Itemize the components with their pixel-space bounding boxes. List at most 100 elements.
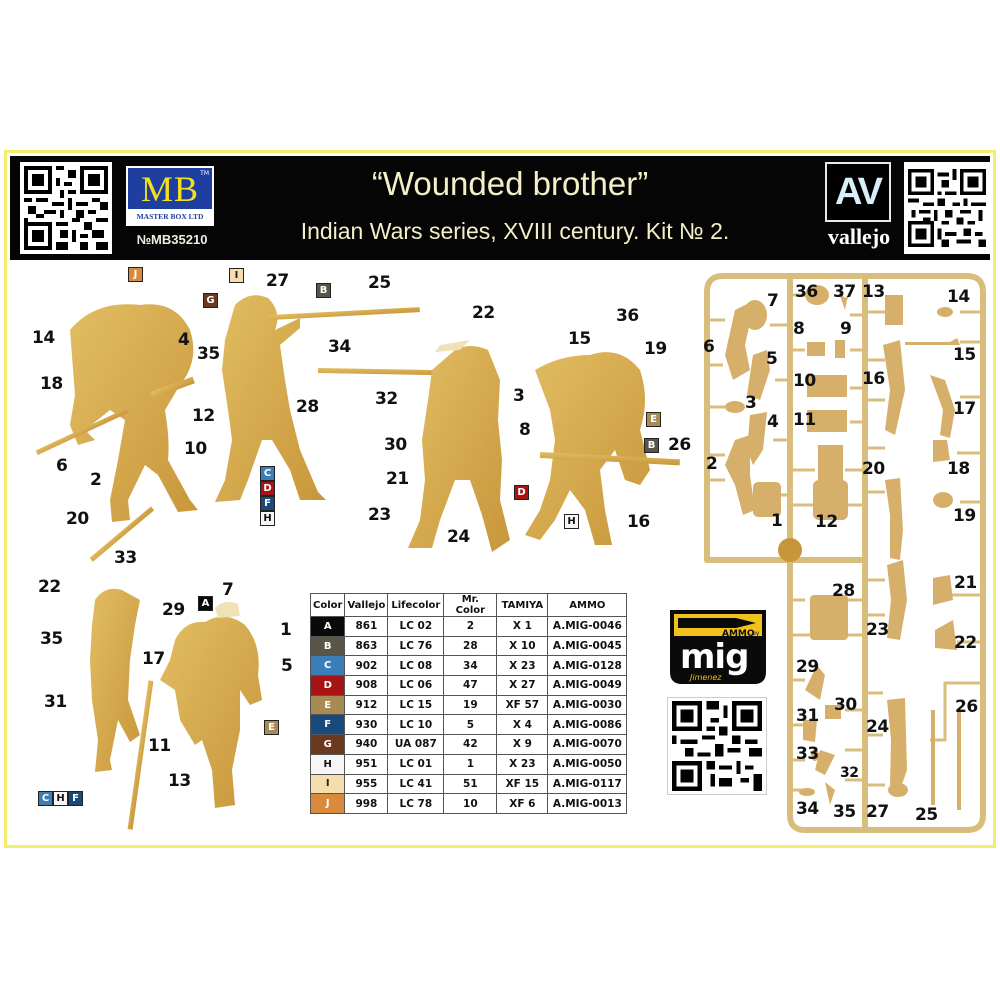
- sprue-label-13: 13: [862, 282, 885, 302]
- ammo-code: A.MIG-0117: [547, 773, 628, 795]
- sprue-label-5: 5: [766, 349, 778, 369]
- column-header-color: Color: [309, 593, 346, 617]
- sprue-label-1: 1: [771, 511, 783, 531]
- mr-color-code: 2: [443, 616, 498, 637]
- qr-code-left[interactable]: [20, 162, 112, 254]
- sprue-label-16: 16: [862, 369, 885, 389]
- part-label-28: 28: [296, 397, 319, 417]
- color-badge-F: F: [260, 496, 275, 511]
- sprue-label-11: 11: [793, 410, 816, 430]
- part-label-15: 15: [568, 329, 591, 349]
- part-label-8: 8: [519, 420, 531, 440]
- mr-color-code: 19: [443, 694, 498, 716]
- part-label-16: 16: [627, 512, 650, 532]
- table-row: B 863 LC 76 28 X 10 A.MIG-0045: [309, 635, 628, 657]
- part-label-35: 35: [40, 629, 63, 649]
- ammo-code: A.MIG-0049: [547, 675, 628, 696]
- sprue-label-20: 20: [862, 459, 885, 479]
- vallejo-code: 940: [344, 734, 389, 755]
- part-label-31: 31: [44, 692, 67, 712]
- color-badge-D: D: [260, 481, 275, 496]
- paint-reference-table: Color Vallejo Lifecolor Mr. Color TAMIYA…: [309, 593, 628, 814]
- lifecolor-code: UA 087: [387, 734, 445, 755]
- color-swatch: C: [309, 655, 346, 677]
- part-label-33: 33: [114, 548, 137, 568]
- kit-title: “Wounded brother”: [371, 165, 649, 202]
- part-label-36: 36: [616, 306, 639, 326]
- color-swatch: I: [309, 773, 346, 795]
- figure-rifleman-aiming-up: [89, 506, 155, 772]
- part-label-30: 30: [384, 435, 407, 455]
- tamiya-code: X 27: [496, 675, 549, 696]
- ammo-logo-top-text: AMMO: [722, 629, 755, 639]
- sprue-label-14: 14: [947, 287, 970, 307]
- ammo-code: A.MIG-0013: [547, 793, 628, 814]
- color-swatch: F: [309, 714, 346, 736]
- ammo-logo-sub-text: Jimenez: [688, 673, 722, 682]
- qr-code-right[interactable]: [904, 162, 990, 254]
- part-label-13: 13: [168, 771, 191, 791]
- sprue-label-8: 8: [793, 319, 805, 339]
- column-header-vallejo: Vallejo: [344, 593, 389, 617]
- tamiya-code: XF 6: [496, 793, 549, 814]
- table-header-row: Color Vallejo Lifecolor Mr. Color TAMIYA…: [309, 593, 628, 617]
- table-row: C 902 LC 08 34 X 23 A.MIG-0128: [309, 655, 628, 677]
- color-badge-J: J: [128, 267, 143, 282]
- tamiya-code: X 1: [496, 616, 549, 637]
- color-badge-I: I: [229, 268, 244, 283]
- tamiya-code: X 9: [496, 734, 549, 755]
- color-badge-F: F: [68, 791, 83, 806]
- sprue-label-2: 2: [706, 454, 718, 474]
- vallejo-code: 863: [344, 635, 389, 657]
- table-row: H 951 LC 01 1 X 23 A.MIG-0050: [309, 753, 628, 775]
- sprue-label-23: 23: [866, 620, 889, 640]
- lifecolor-code: LC 15: [387, 694, 445, 716]
- sprue-label-33: 33: [796, 744, 819, 764]
- figure-rifleman-aiming: [215, 295, 420, 502]
- part-label-5: 5: [281, 656, 293, 676]
- mb-company-name: MASTER BOX LTD: [128, 209, 212, 224]
- sprue-label-3: 3: [745, 393, 757, 413]
- figure-carrier-right: [525, 352, 680, 545]
- column-header-tamiya: TAMIYA: [496, 593, 549, 617]
- vallejo-av-logo: AV: [825, 162, 891, 222]
- qr-code-ammo[interactable]: [667, 697, 767, 795]
- trademark-mark: TM: [200, 170, 209, 177]
- ammo-code: A.MIG-0030: [547, 694, 628, 716]
- part-label-22: 22: [472, 303, 495, 323]
- part-label-7: 7: [222, 580, 234, 600]
- color-swatch: D: [309, 675, 346, 696]
- lifecolor-code: LC 01: [387, 753, 445, 775]
- column-header-ammo: AMMO: [547, 593, 628, 617]
- vallejo-code: 908: [344, 675, 389, 696]
- color-badge-C: C: [260, 466, 275, 481]
- sprue-label-12: 12: [815, 512, 838, 532]
- tamiya-code: XF 57: [496, 694, 549, 716]
- color-swatch: H: [309, 753, 346, 775]
- lifecolor-code: LC 76: [387, 635, 445, 657]
- sprue-label-24: 24: [866, 717, 889, 737]
- vallejo-code: 998: [344, 793, 389, 814]
- column-header-lifecolor: Lifecolor: [387, 593, 445, 617]
- table-row: F 930 LC 10 5 X 4 A.MIG-0086: [309, 714, 628, 736]
- part-label-3: 3: [513, 386, 525, 406]
- sprue-label-17: 17: [953, 399, 976, 419]
- table-row: G 940 UA 087 42 X 9 A.MIG-0070: [309, 734, 628, 755]
- figure-illustrations: [35, 295, 680, 830]
- color-swatch: G: [309, 734, 346, 755]
- part-label-19: 19: [644, 339, 667, 359]
- color-badge-E: E: [646, 412, 661, 427]
- table-row: E 912 LC 15 19 XF 57 A.MIG-0030: [309, 694, 628, 716]
- mr-color-code: 10: [443, 793, 498, 814]
- lifecolor-code: LC 02: [387, 616, 445, 637]
- mr-color-code: 42: [443, 734, 498, 755]
- part-label-20: 20: [66, 509, 89, 529]
- figure-rear-view-rifleman: [317, 340, 510, 552]
- part-label-2: 2: [90, 470, 102, 490]
- part-label-14: 14: [32, 328, 55, 348]
- part-label-27: 27: [266, 271, 289, 291]
- color-badge-H: H: [53, 791, 68, 806]
- mr-color-code: 5: [443, 714, 498, 736]
- sprue-label-35: 35: [833, 802, 856, 822]
- figure-carrier-back-view: [127, 601, 262, 830]
